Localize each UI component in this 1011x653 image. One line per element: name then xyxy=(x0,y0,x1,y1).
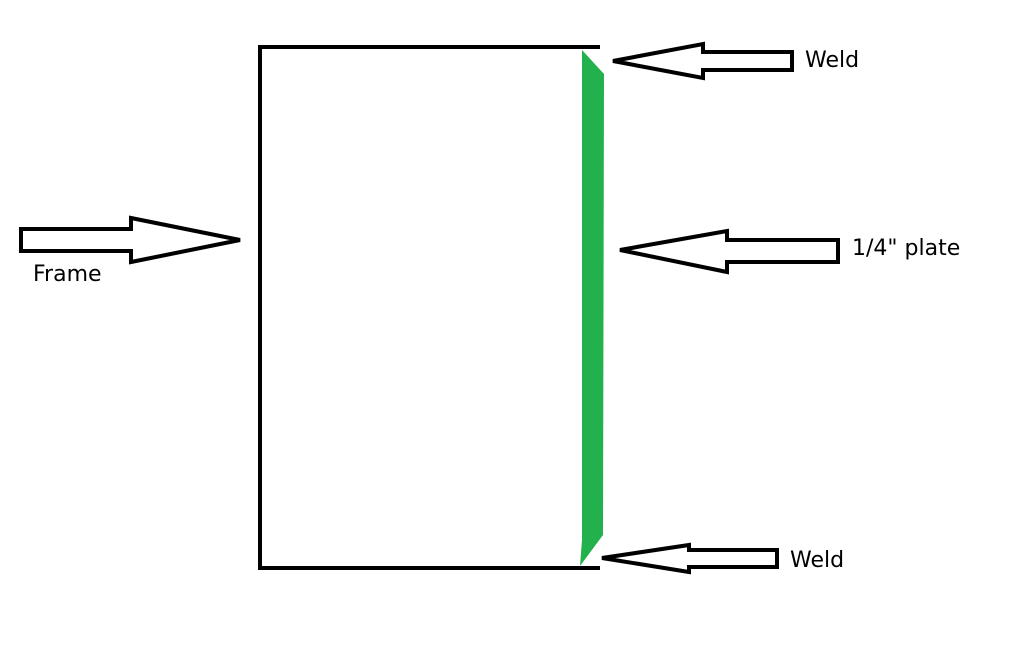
weld-bottom-arrow-icon xyxy=(601,542,779,575)
frame-label: Frame xyxy=(33,262,102,287)
weld-top-arrow-icon xyxy=(612,41,794,81)
plate-label: 1/4" plate xyxy=(852,236,961,261)
plate-arrow-icon xyxy=(619,228,840,275)
weld-top-label: Weld xyxy=(805,48,860,73)
plate-shape xyxy=(580,50,604,566)
weld-bottom-label: Weld xyxy=(790,548,845,573)
frame-arrow-icon xyxy=(19,215,241,265)
frame-outline xyxy=(258,45,600,570)
